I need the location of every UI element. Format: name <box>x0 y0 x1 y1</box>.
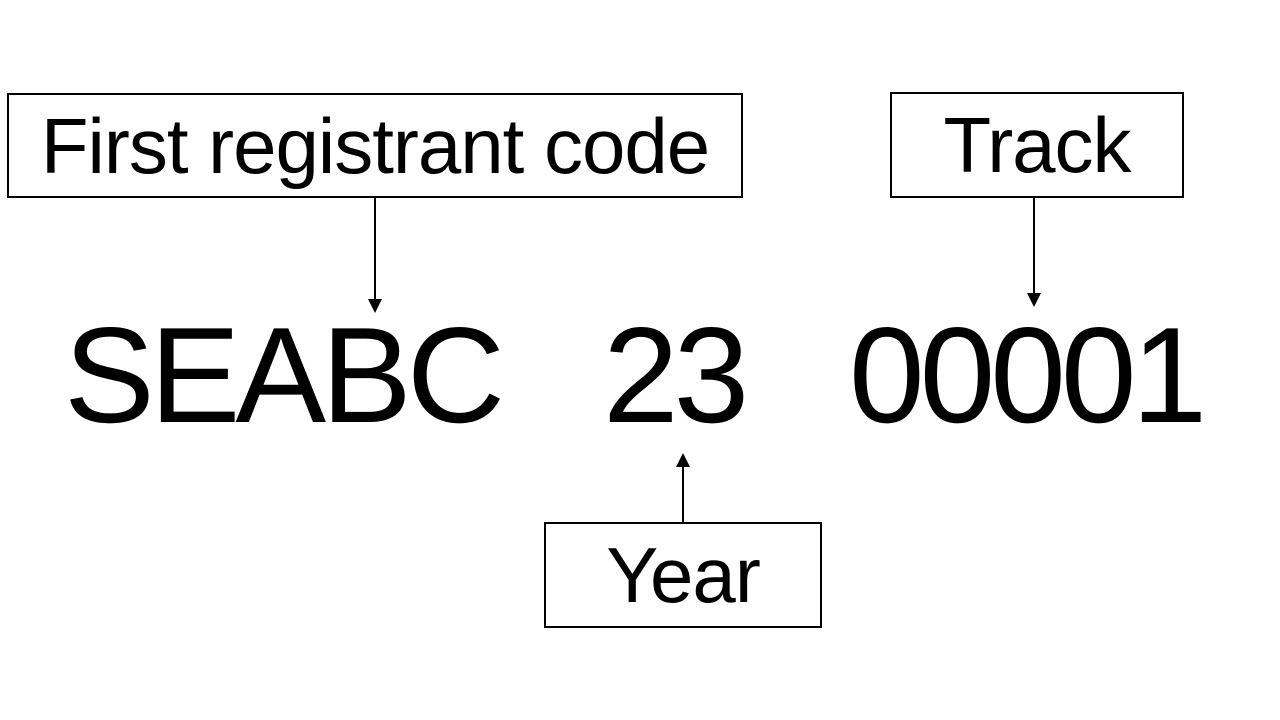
label-box-year: Year <box>544 522 822 628</box>
arrow-head <box>368 299 382 313</box>
track-label: Track <box>943 101 1131 189</box>
arrow-up-icon <box>676 453 690 522</box>
first-registrant-code-label: First registrant code <box>40 101 710 190</box>
arrow-head <box>1027 293 1041 307</box>
code-part-track: 00001 <box>849 299 1207 451</box>
year-label: Year <box>606 531 761 619</box>
label-box-first-registrant-code: First registrant code <box>7 93 743 198</box>
code-part-year: 23 <box>603 299 749 451</box>
arrow-head <box>676 453 690 467</box>
arrow-down-icon <box>1027 198 1041 307</box>
label-box-track: Track <box>890 92 1184 198</box>
code-part-registrant: SEABC <box>64 299 505 451</box>
arrow-down-icon <box>368 198 382 313</box>
